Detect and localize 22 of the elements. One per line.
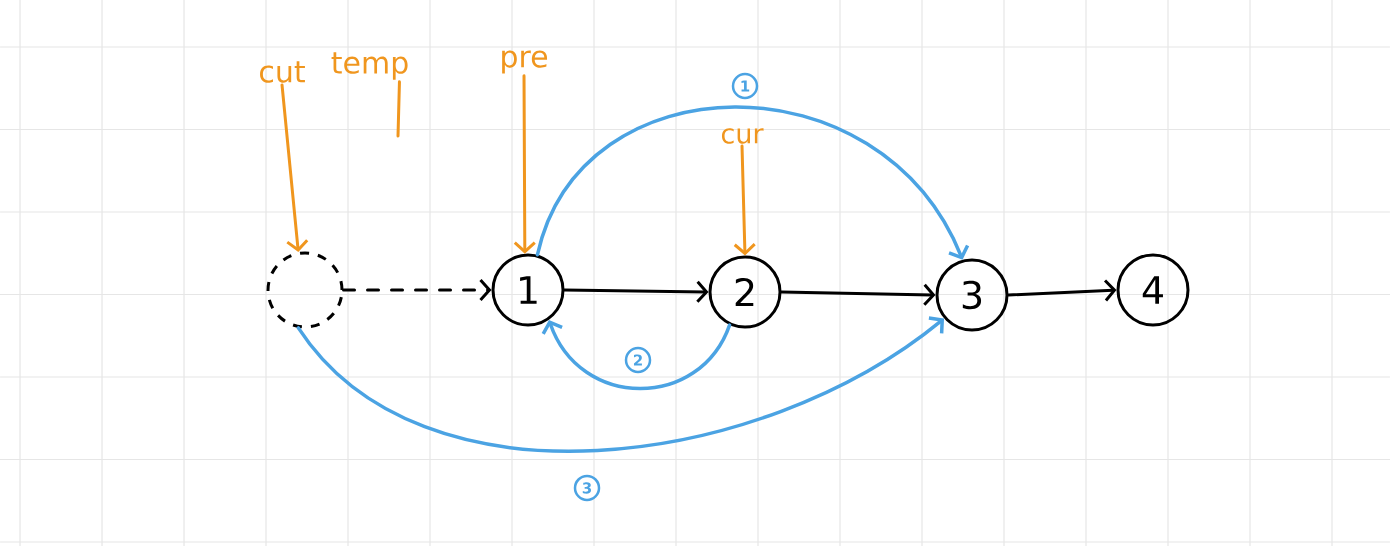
step-number: 2 xyxy=(624,346,652,374)
list-node: 1 xyxy=(491,253,565,327)
step-number: 1 xyxy=(731,72,759,100)
dashed-circle xyxy=(266,251,344,329)
variable-label: pre xyxy=(502,50,548,74)
variable-label: cur xyxy=(721,128,764,144)
pointer-arrow xyxy=(733,144,756,256)
pointer-arrow xyxy=(280,83,309,253)
step-number: 3 xyxy=(573,474,601,502)
list-node: 3 xyxy=(935,258,1009,332)
arrow xyxy=(342,279,492,301)
arrow xyxy=(563,280,709,303)
list-node: 2 xyxy=(708,255,782,329)
variable-label: temp xyxy=(331,52,408,80)
arrow xyxy=(780,283,936,306)
curved-arrow xyxy=(535,105,970,260)
curved-arrow xyxy=(541,319,732,391)
list-node: 4 xyxy=(1116,253,1190,327)
arrow xyxy=(1007,279,1117,302)
variable-label: cut xyxy=(260,61,305,83)
pointer-arrow xyxy=(513,74,536,254)
curved-arrow xyxy=(296,316,945,453)
